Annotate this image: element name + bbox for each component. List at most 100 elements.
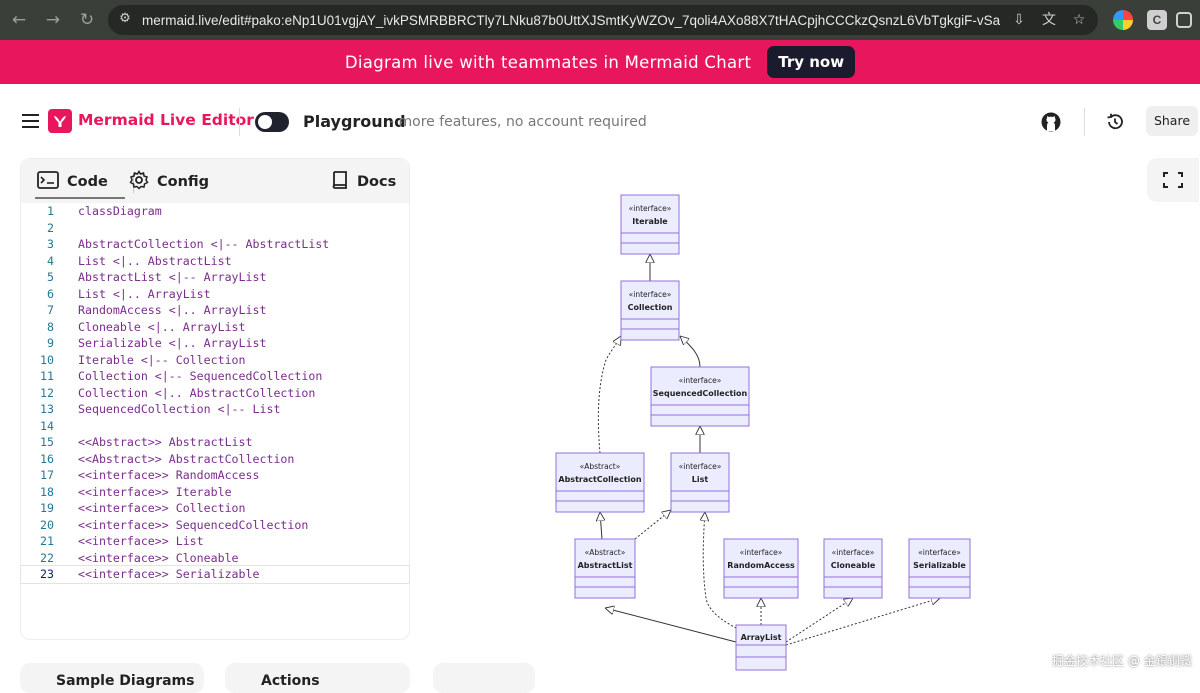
tab-code[interactable]: Code bbox=[37, 169, 108, 195]
menu-icon[interactable] bbox=[22, 114, 39, 128]
github-icon[interactable] bbox=[1041, 112, 1061, 137]
try-now-button[interactable]: Try now bbox=[767, 46, 856, 78]
realization-edge bbox=[634, 510, 671, 540]
class-stereotype: «interface» bbox=[918, 548, 961, 557]
code-text: <<interface>> Serializable bbox=[78, 567, 260, 581]
code-line[interactable]: 7 RandomAccess <|.. ArrayList bbox=[21, 302, 409, 319]
code-line[interactable]: 16<<Abstract>> AbstractCollection bbox=[21, 451, 409, 468]
code-line[interactable]: 14 bbox=[21, 418, 409, 435]
brand-title[interactable]: Mermaid Live Editor bbox=[78, 111, 254, 129]
code-line[interactable]: 12 Collection <|.. AbstractCollection bbox=[21, 385, 409, 402]
code-text: RandomAccess <|.. ArrayList bbox=[78, 303, 267, 317]
code-line[interactable]: 18<<interface>> Iterable bbox=[21, 484, 409, 501]
playground-subtitle: - more features, no account required bbox=[389, 114, 647, 130]
code-line[interactable]: 8 Cloneable <|.. ArrayList bbox=[21, 319, 409, 336]
code-line[interactable]: 21<<interface>> List bbox=[21, 533, 409, 550]
translate-icon[interactable]: 文 bbox=[1042, 12, 1056, 28]
playground-toggle[interactable] bbox=[255, 112, 289, 132]
class-node-iterable[interactable]: «interface»Iterable bbox=[620, 194, 680, 255]
class-node-list[interactable]: «interface»List bbox=[670, 452, 730, 513]
code-line[interactable]: 20<<interface>> SequencedCollection bbox=[21, 517, 409, 534]
extension-color-icon[interactable] bbox=[1113, 10, 1133, 30]
relation-edges bbox=[597, 254, 940, 646]
bookmark-star-icon[interactable]: ☆ bbox=[1072, 12, 1086, 28]
gear-icon bbox=[129, 170, 149, 194]
address-bar[interactable]: ⚙ mermaid.live/edit#pako:eNp1U01vgjAY_iv… bbox=[108, 5, 1098, 35]
inheritance-edge bbox=[680, 336, 701, 368]
class-name: Collection bbox=[628, 303, 673, 312]
line-number: 22 bbox=[40, 550, 54, 565]
url-text[interactable]: mermaid.live/edit#pako:eNp1U01vgjAY_ivkP… bbox=[142, 12, 1000, 28]
code-line[interactable]: 23 <<interface>> Serializable bbox=[20, 565, 410, 584]
line-number: 21 bbox=[40, 534, 54, 548]
class-stereotype: «interface» bbox=[679, 462, 722, 471]
extension-square-icon[interactable] bbox=[1176, 12, 1192, 28]
line-number: 2 bbox=[47, 220, 54, 235]
sample-diagrams-button[interactable]: Sample Diagrams bbox=[20, 663, 204, 693]
class-node-abslist[interactable]: «Abstract»AbstractList bbox=[574, 538, 636, 599]
class-stereotype: «interface» bbox=[629, 204, 672, 213]
class-node-collection[interactable]: «interface» Collection bbox=[620, 280, 680, 341]
header-divider-2 bbox=[1084, 108, 1085, 136]
tab-divider bbox=[133, 173, 134, 193]
install-icon[interactable]: ⇩ bbox=[1013, 12, 1025, 28]
class-box bbox=[823, 538, 883, 599]
class-stereotype: «Abstract» bbox=[585, 548, 626, 557]
line-number: 1 bbox=[47, 204, 54, 218]
realization-edge bbox=[597, 336, 621, 454]
fullscreen-button[interactable] bbox=[1147, 158, 1199, 202]
code-text: Collection <|.. AbstractCollection bbox=[78, 385, 316, 400]
line-number: 8 bbox=[47, 319, 54, 334]
fullscreen-icon bbox=[1163, 172, 1183, 188]
class-node-arraylist[interactable]: ArrayList bbox=[735, 624, 787, 671]
back-icon[interactable]: ← bbox=[11, 10, 27, 30]
class-node-cloneable[interactable]: «interface»Cloneable bbox=[823, 538, 883, 599]
line-number: 9 bbox=[47, 336, 54, 350]
class-name: ArrayList bbox=[741, 633, 782, 642]
browser-toolbar: ← → ↻ ⚙ mermaid.live/edit#pako:eNp1U01vg… bbox=[0, 0, 1200, 40]
reload-icon[interactable]: ↻ bbox=[79, 10, 95, 30]
code-icon bbox=[37, 171, 59, 193]
class-box bbox=[650, 366, 750, 427]
code-line[interactable]: 2 bbox=[21, 220, 409, 237]
line-number: 16 bbox=[40, 451, 54, 466]
share-button[interactable]: Share bbox=[1146, 106, 1198, 136]
class-node-abscoll[interactable]: «Abstract»AbstractCollection bbox=[555, 452, 645, 513]
code-line[interactable]: 17<<interface>> RandomAccess bbox=[21, 467, 409, 484]
actions-button[interactable]: Actions bbox=[225, 663, 410, 693]
extension-c-icon[interactable]: C bbox=[1147, 10, 1167, 30]
class-node-random[interactable]: «interface»RandomAccess bbox=[723, 538, 799, 599]
code-text: Cloneable <|.. ArrayList bbox=[78, 319, 246, 334]
class-node-serializable[interactable]: «interface»Serializable bbox=[908, 538, 971, 599]
code-line[interactable]: 15<<Abstract>> AbstractList bbox=[21, 434, 409, 451]
history-icon[interactable] bbox=[1105, 112, 1125, 137]
site-settings-icon[interactable]: ⚙ bbox=[119, 11, 131, 26]
tab-config[interactable]: Config bbox=[129, 169, 209, 195]
tab-docs[interactable]: Docs bbox=[331, 169, 396, 195]
line-number: 10 bbox=[40, 352, 54, 367]
line-number: 4 bbox=[47, 253, 54, 268]
class-stereotype: «interface» bbox=[832, 548, 875, 557]
canvas-tools[interactable] bbox=[433, 663, 535, 693]
code-line[interactable]: 22<<interface>> Cloneable bbox=[21, 550, 409, 567]
line-number: 23 bbox=[40, 567, 54, 581]
class-box bbox=[555, 452, 645, 513]
line-number: 7 bbox=[47, 303, 54, 317]
forward-icon[interactable]: → bbox=[45, 10, 61, 30]
class-stereotype: «interface» bbox=[629, 290, 672, 299]
line-number: 12 bbox=[40, 385, 54, 400]
code-line[interactable]: 19<<interface>> Collection bbox=[21, 500, 409, 517]
actions-label: Actions bbox=[261, 673, 320, 689]
promo-banner: Diagram live with teammates in Mermaid C… bbox=[0, 40, 1200, 84]
class-node-sequenced[interactable]: «interface»SequencedCollection bbox=[650, 366, 750, 427]
